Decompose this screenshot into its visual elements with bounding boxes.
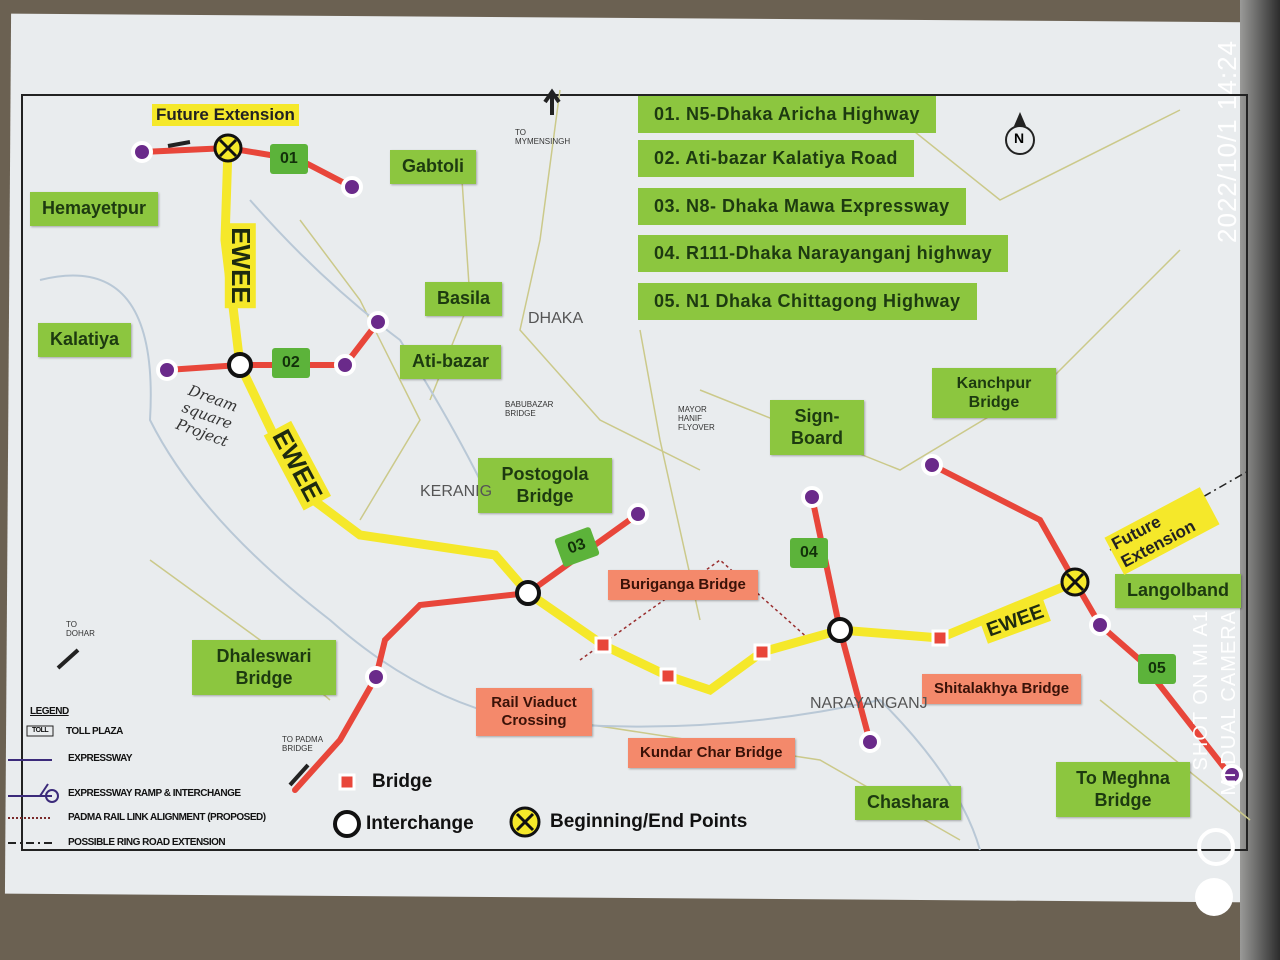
city-narayanganj: NARAYANGANJ (810, 695, 928, 712)
city-keranig: KERANIG (420, 483, 493, 500)
watermark-device: SHOT ON MI A1 (1190, 610, 1212, 771)
node-langolband (1089, 614, 1111, 636)
map-note-mayor-hanif: MAYOR HANIF FLYOVER (678, 405, 715, 432)
legend-expressway: EXPRESSWAY (68, 753, 133, 764)
place-meghna: To Meghna Bridge (1056, 762, 1190, 818)
road-number-02: 02 (272, 348, 310, 378)
watermark-camera: MI DUAL CAMERA (1218, 610, 1240, 796)
map-note-mymensingh: TO MYMENSINGH (515, 128, 571, 146)
map-frame (21, 94, 1248, 851)
road-number-01: 01 (270, 144, 308, 174)
bridge-rail-viaduct: Rail Viaduct Crossing (476, 688, 592, 736)
road-label-05: 05. N1 Dhaka Chittagong Highway (638, 283, 977, 320)
nodes (131, 141, 1243, 786)
future-extension-west: Future Extension (152, 104, 299, 126)
road-label-02: 02. Ati-bazar Kalatiya Road (638, 140, 914, 177)
road-number-05: 05 (1138, 654, 1176, 684)
bridge-kundar-char: Kundar Char Bridge (628, 738, 795, 768)
place-atibazar: Ati-bazar (400, 345, 502, 379)
legend-toll-plaza: TOLL PLAZA (66, 726, 123, 737)
node-gabtoli (341, 176, 363, 198)
bridge-buriganga: Buriganga Bridge (608, 570, 758, 600)
ewee-label-north: EWEE (224, 223, 256, 308)
legend-symbols (8, 725, 59, 844)
place-signboard: Sign-Board (770, 400, 864, 456)
place-postogola: Postogola Bridge (478, 458, 612, 514)
direction-arrows (56, 88, 561, 787)
bridge-markers (594, 629, 949, 685)
road-label-03: 03. N8- Dhaka Mawa Expressway (638, 188, 966, 225)
node-basila (367, 311, 389, 333)
node-postogola (627, 503, 649, 525)
road-label-04: 04. R111-Dhaka Narayanganj highway (638, 235, 1009, 272)
node-kalatiya (156, 359, 178, 381)
interchanges (227, 352, 853, 643)
place-dhaleswari: Dhaleswari Bridge (192, 640, 336, 696)
key-symbols (333, 773, 541, 838)
watermark-datetime: 2022/10/1 14:24 (1212, 40, 1242, 243)
place-kalatiya: Kalatiya (38, 323, 132, 357)
node-hemayetpur (131, 141, 153, 163)
road-number-04: 04 (790, 538, 828, 568)
watermark-ring-icon (1197, 828, 1235, 866)
place-hemayetpur: Hemayetpur (30, 192, 159, 226)
ewee-expressway (220, 143, 1080, 696)
node-signboard (801, 486, 823, 508)
watermark-dot-icon (1195, 878, 1233, 916)
map-note-dohar: TO DOHAR (66, 620, 95, 638)
legend-rail: PADMA RAIL LINK ALIGNMENT (PROPOSED) (68, 812, 266, 823)
rivers (39, 199, 981, 851)
node-kanchpur (921, 454, 943, 476)
city-dhaka: DHAKA (528, 310, 584, 327)
place-kanchpur: Kanchpur Bridge (932, 368, 1056, 419)
place-langolband: Langolband (1115, 574, 1241, 608)
map-note-padma: TO PADMA BRIDGE (282, 735, 323, 753)
legend-ramp: EXPRESSWAY RAMP & INTERCHANGE (68, 788, 241, 799)
north-arrow-icon (1005, 112, 1035, 155)
map-note-babubazar: BABUBAZAR BRIDGE (505, 400, 554, 418)
place-chashara: Chashara (855, 786, 962, 820)
road-label-01: 01. N5-Dhaka Aricha Highway (638, 96, 936, 133)
key-interchange: Interchange (366, 813, 474, 834)
key-endpoints: Beginning/End Points (550, 811, 748, 832)
key-bridge: Bridge (372, 771, 433, 792)
place-basila: Basila (425, 282, 503, 316)
north-label: N (1014, 130, 1025, 146)
legend-ring-road: POSSIBLE RING ROAD EXTENSION (68, 837, 226, 848)
node-dhaleswari (365, 666, 387, 688)
padma-rail-link (579, 559, 811, 661)
legend-title: LEGEND (30, 706, 69, 717)
legend-toll-box: TOLL (32, 727, 49, 734)
bridge-shitalakhya: Shitalakhya Bridge (922, 674, 1082, 704)
place-gabtoli: Gabtoli (390, 150, 476, 184)
node-chashara (859, 731, 881, 753)
end-points (213, 133, 1090, 597)
node-atibazar (334, 354, 356, 376)
node-meghna (1221, 764, 1243, 786)
